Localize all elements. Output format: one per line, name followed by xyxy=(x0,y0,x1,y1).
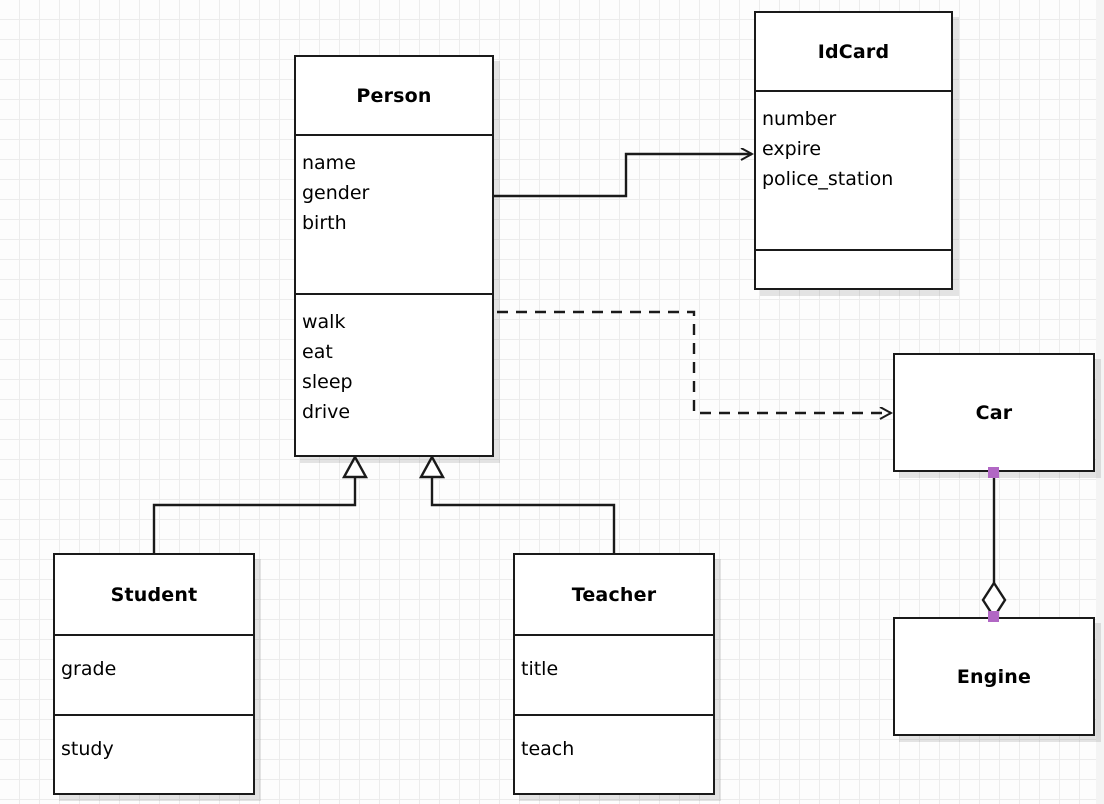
aggregation-car-engine[interactable] xyxy=(981,472,1007,620)
class-attribute: expire xyxy=(762,138,822,160)
class-operation: teach xyxy=(521,738,575,760)
class-title-compartment-idcard: IdCard xyxy=(756,13,951,90)
class-box-engine[interactable]: Engine xyxy=(893,617,1095,736)
class-operation: study xyxy=(61,738,114,760)
class-operations-compartment-person: walk eat sleep drive xyxy=(296,293,492,455)
class-title-compartment-teacher: Teacher xyxy=(515,555,713,634)
class-operation: walk xyxy=(302,311,346,333)
class-attribute: name xyxy=(302,152,356,174)
class-operation: eat xyxy=(302,341,333,363)
class-attribute: birth xyxy=(302,212,347,234)
class-name-idcard: IdCard xyxy=(817,40,890,63)
class-name-teacher: Teacher xyxy=(571,583,657,606)
class-name-engine: Engine xyxy=(956,665,1032,688)
dependency-person-car[interactable] xyxy=(497,310,891,413)
edge-endpoint-handle-car[interactable] xyxy=(988,467,999,478)
class-title-compartment-engine: Engine xyxy=(895,619,1093,734)
class-box-student[interactable]: Student grade study xyxy=(53,553,255,795)
generalization-student-person[interactable] xyxy=(152,454,369,553)
edge-endpoint-handle-engine[interactable] xyxy=(988,611,999,622)
class-title-compartment-car: Car xyxy=(895,355,1093,470)
class-attribute: grade xyxy=(61,658,117,680)
class-attribute: title xyxy=(521,658,559,680)
class-attributes-compartment-student: grade xyxy=(55,634,253,714)
class-operations-compartment-student: study xyxy=(55,714,253,793)
class-attributes-compartment-person: name gender birth xyxy=(296,134,492,293)
generalization-teacher-person[interactable] xyxy=(418,454,616,553)
class-operation: drive xyxy=(302,401,351,423)
class-operations-compartment-teacher: teach xyxy=(515,714,713,793)
canvas-right-edge-strip xyxy=(1096,0,1104,804)
class-name-student: Student xyxy=(110,583,198,606)
class-attribute: number xyxy=(762,108,837,130)
class-title-compartment-person: Person xyxy=(296,57,492,134)
class-title-compartment-student: Student xyxy=(55,555,253,634)
association-person-idcard[interactable] xyxy=(494,154,752,198)
class-box-person[interactable]: Person name gender birth walk eat sleep … xyxy=(294,55,494,457)
class-operations-compartment-idcard xyxy=(756,249,951,288)
class-box-idcard[interactable]: IdCard number expire police_station xyxy=(754,11,953,290)
class-box-car[interactable]: Car xyxy=(893,353,1095,472)
class-attributes-compartment-teacher: title xyxy=(515,634,713,714)
class-name-person: Person xyxy=(356,84,432,107)
class-operation: sleep xyxy=(302,371,353,393)
class-attributes-compartment-idcard: number expire police_station xyxy=(756,90,951,249)
class-name-car: Car xyxy=(975,401,1013,424)
class-attribute: gender xyxy=(302,182,370,204)
class-box-teacher[interactable]: Teacher title teach xyxy=(513,553,715,795)
class-attribute: police_station xyxy=(762,168,894,190)
